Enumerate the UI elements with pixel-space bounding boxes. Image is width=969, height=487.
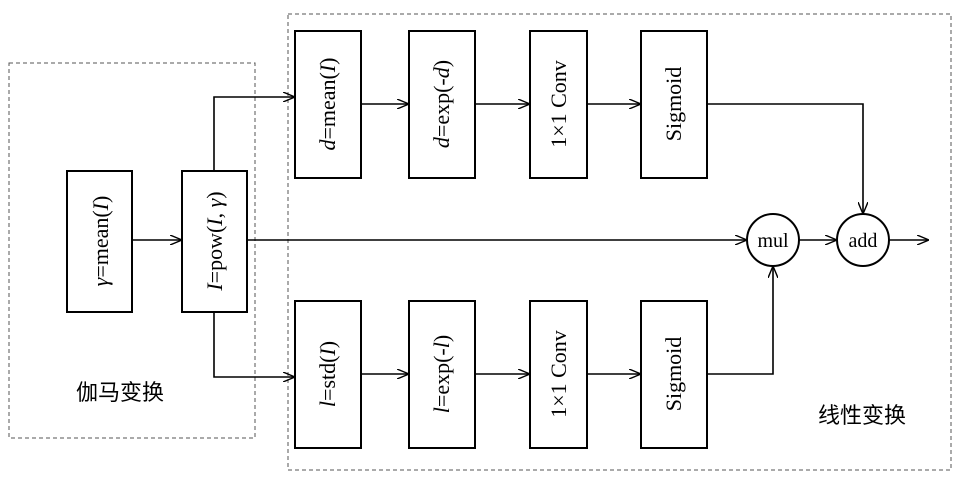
gamma-group-label: 伽马变换 xyxy=(76,381,164,406)
bottom-conv-label: 1×1 Conv xyxy=(546,330,571,418)
top-exp-label: d=exp(-d) xyxy=(429,60,454,148)
bottom-std-block xyxy=(294,300,362,449)
gamma-mean-label: γ=mean(I) xyxy=(88,196,113,287)
gamma-mean-block xyxy=(66,170,133,313)
top-mean-block xyxy=(294,30,362,179)
arrow-bottom-sigmoid-to-mul xyxy=(707,267,773,375)
linear-group-label: 线性变换 xyxy=(818,404,906,429)
bottom-std-label: l=std(I) xyxy=(315,341,340,407)
bottom-exp-label: l=exp(-l) xyxy=(429,335,454,413)
bottom-sigmoid-block xyxy=(640,300,708,449)
add-label: add xyxy=(849,230,878,252)
bottom-conv-block xyxy=(529,300,588,449)
linear-transform-group xyxy=(287,13,952,471)
top-exp-block xyxy=(408,30,476,179)
top-conv-label: 1×1 Conv xyxy=(546,60,571,148)
mul-label: mul xyxy=(757,230,789,252)
top-sigmoid-block xyxy=(640,30,708,179)
bottom-sigmoid-label: Sigmoid xyxy=(661,337,686,412)
top-sigmoid-label: Sigmoid xyxy=(661,67,686,142)
gamma-transform-group xyxy=(8,62,256,439)
bottom-exp-block xyxy=(408,300,476,449)
arrow-top-sigmoid-to-add xyxy=(707,103,863,213)
top-mean-label: d=mean(I) xyxy=(315,57,340,150)
arrow-pow-to-top-mean xyxy=(213,97,294,171)
arrow-pow-to-bottom-std xyxy=(213,312,294,377)
pow-label: I=pow(I, γ) xyxy=(202,191,227,291)
